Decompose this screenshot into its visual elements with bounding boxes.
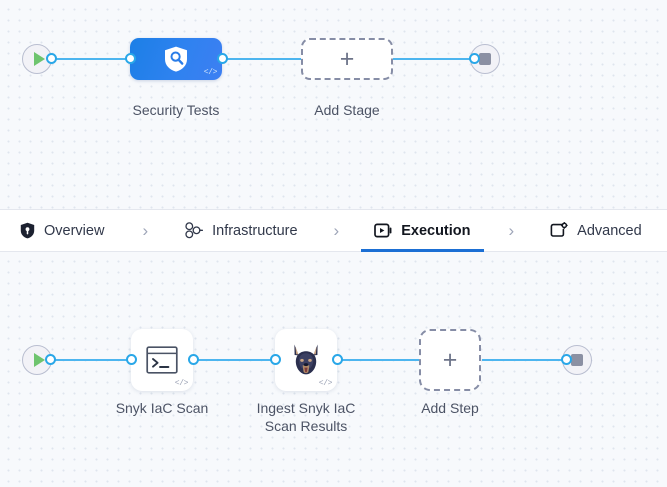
tab-separator-1: › bbox=[142, 220, 149, 240]
pipeline-tabbar[interactable]: Overview › Infrastructure › bbox=[0, 209, 667, 252]
step-start-node[interactable] bbox=[22, 345, 52, 375]
connector-dot-snyk-iac-scan-in[interactable] bbox=[126, 354, 137, 365]
connector-dot-step-end-in[interactable] bbox=[561, 354, 572, 365]
tab-separator-2: › bbox=[333, 220, 340, 240]
connector-start-to-security-tests bbox=[46, 58, 132, 60]
connector-dot-security-tests-out[interactable] bbox=[217, 53, 228, 64]
connector-add-step-to-end bbox=[482, 359, 566, 361]
add-stage-label: Add Stage bbox=[314, 102, 380, 118]
nodes-cluster-icon bbox=[184, 222, 204, 239]
tab-advanced[interactable]: Advanced bbox=[548, 209, 644, 252]
play-icon bbox=[33, 52, 45, 66]
connector-dot-step-start-out[interactable] bbox=[45, 354, 56, 365]
tab-label-infrastructure: Infrastructure bbox=[212, 222, 298, 239]
shield-icon bbox=[20, 222, 35, 239]
tab-infrastructure[interactable]: Infrastructure bbox=[182, 209, 299, 252]
connector-dot-security-tests-in[interactable] bbox=[125, 53, 136, 64]
plus-icon: + bbox=[339, 44, 355, 73]
code-badge: </> bbox=[318, 379, 333, 388]
tab-separator-3: › bbox=[508, 220, 515, 240]
connector-snyk-iac-scan-to-ingest bbox=[194, 359, 278, 361]
stage-node-label-security-tests: Security Tests bbox=[132, 102, 220, 118]
connector-dot-ingest-out[interactable] bbox=[332, 354, 343, 365]
step-node-label-ingest-snyk-iac-scan-results: Ingest Snyk IaC Scan Results bbox=[256, 400, 356, 434]
stage-canvas[interactable]: </> Security Tests + Add Stage bbox=[0, 0, 667, 209]
snyk-doberman-icon bbox=[294, 344, 318, 375]
connector-dot-ingest-in[interactable] bbox=[270, 354, 281, 365]
settings-box-icon bbox=[550, 222, 568, 239]
code-badge: </> bbox=[174, 379, 189, 388]
stage-node-security-tests[interactable]: </> bbox=[130, 38, 222, 80]
step-node-ingest-snyk-iac-scan-results[interactable]: </> bbox=[275, 329, 337, 391]
connector-dot-start-out[interactable] bbox=[46, 53, 57, 64]
step-canvas[interactable]: </> Snyk IaC Scan </> Ingest Sny bbox=[0, 252, 667, 487]
tab-label-execution: Execution bbox=[401, 222, 471, 239]
shield-search-icon bbox=[165, 46, 187, 72]
connector-security-tests-to-add-stage bbox=[223, 58, 303, 60]
play-icon bbox=[33, 353, 45, 367]
plus-icon: + bbox=[442, 345, 458, 374]
connector-start-to-snyk-iac-scan bbox=[46, 359, 128, 361]
add-step-button[interactable]: + bbox=[419, 329, 481, 391]
tab-label-advanced: Advanced bbox=[577, 222, 642, 239]
connector-dot-snyk-iac-scan-out[interactable] bbox=[188, 354, 199, 365]
play-box-icon bbox=[374, 222, 392, 239]
connector-ingest-to-add-step bbox=[338, 359, 420, 361]
code-badge: </> bbox=[203, 68, 218, 77]
tab-label-overview: Overview bbox=[44, 222, 105, 239]
step-node-snyk-iac-scan[interactable]: </> bbox=[131, 329, 193, 391]
stop-icon bbox=[479, 53, 491, 65]
step-node-label-snyk-iac-scan: Snyk IaC Scan bbox=[115, 400, 209, 416]
stop-icon bbox=[571, 354, 583, 366]
connector-add-stage-to-end bbox=[389, 58, 475, 60]
terminal-icon bbox=[146, 346, 178, 374]
tab-overview[interactable]: Overview bbox=[18, 209, 106, 252]
add-stage-button[interactable]: + bbox=[301, 38, 393, 80]
connector-dot-end-in[interactable] bbox=[469, 53, 480, 64]
tab-execution[interactable]: Execution bbox=[361, 209, 484, 252]
add-step-label: Add Step bbox=[421, 400, 479, 416]
